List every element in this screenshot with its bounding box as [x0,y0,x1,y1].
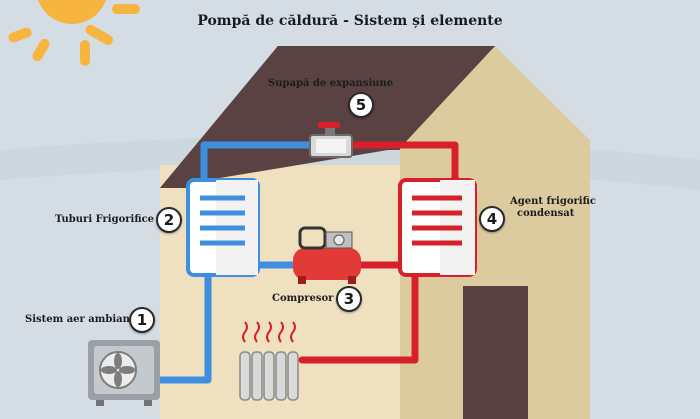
house-roof-front [160,46,495,188]
refrigerant-tubes-coil [186,178,260,277]
badge-5: 5 [348,92,374,118]
label-expansion-valve: Supapă de expansiune [268,78,394,89]
badge-2: 2 [156,207,182,233]
label-refrigerant-tubes: Tuburi Frigorifice [55,214,155,225]
house-side-gable [400,46,590,140]
label-condensed-refrigerant-line1: Agent frigorific [510,196,596,207]
badge-3: 3 [336,286,362,312]
outdoor-fan-unit [88,340,160,406]
radiator-icon [239,321,299,401]
badge-1: 1 [129,307,155,333]
expansion-valve-icon [309,122,353,158]
compressor-icon [293,226,361,284]
condenser-coil [398,178,477,277]
diagram-title: Pompă de căldură - Sistem și elemente [197,13,503,29]
label-ambient-air-system: Sistem aer ambiant [25,314,135,325]
sun-icon [8,0,140,66]
door [463,286,528,419]
label-compressor: Compresor [272,293,334,304]
label-condensed-refrigerant-line2: condensat [517,208,575,219]
fan-icon [99,351,137,389]
badge-4: 4 [479,206,505,232]
